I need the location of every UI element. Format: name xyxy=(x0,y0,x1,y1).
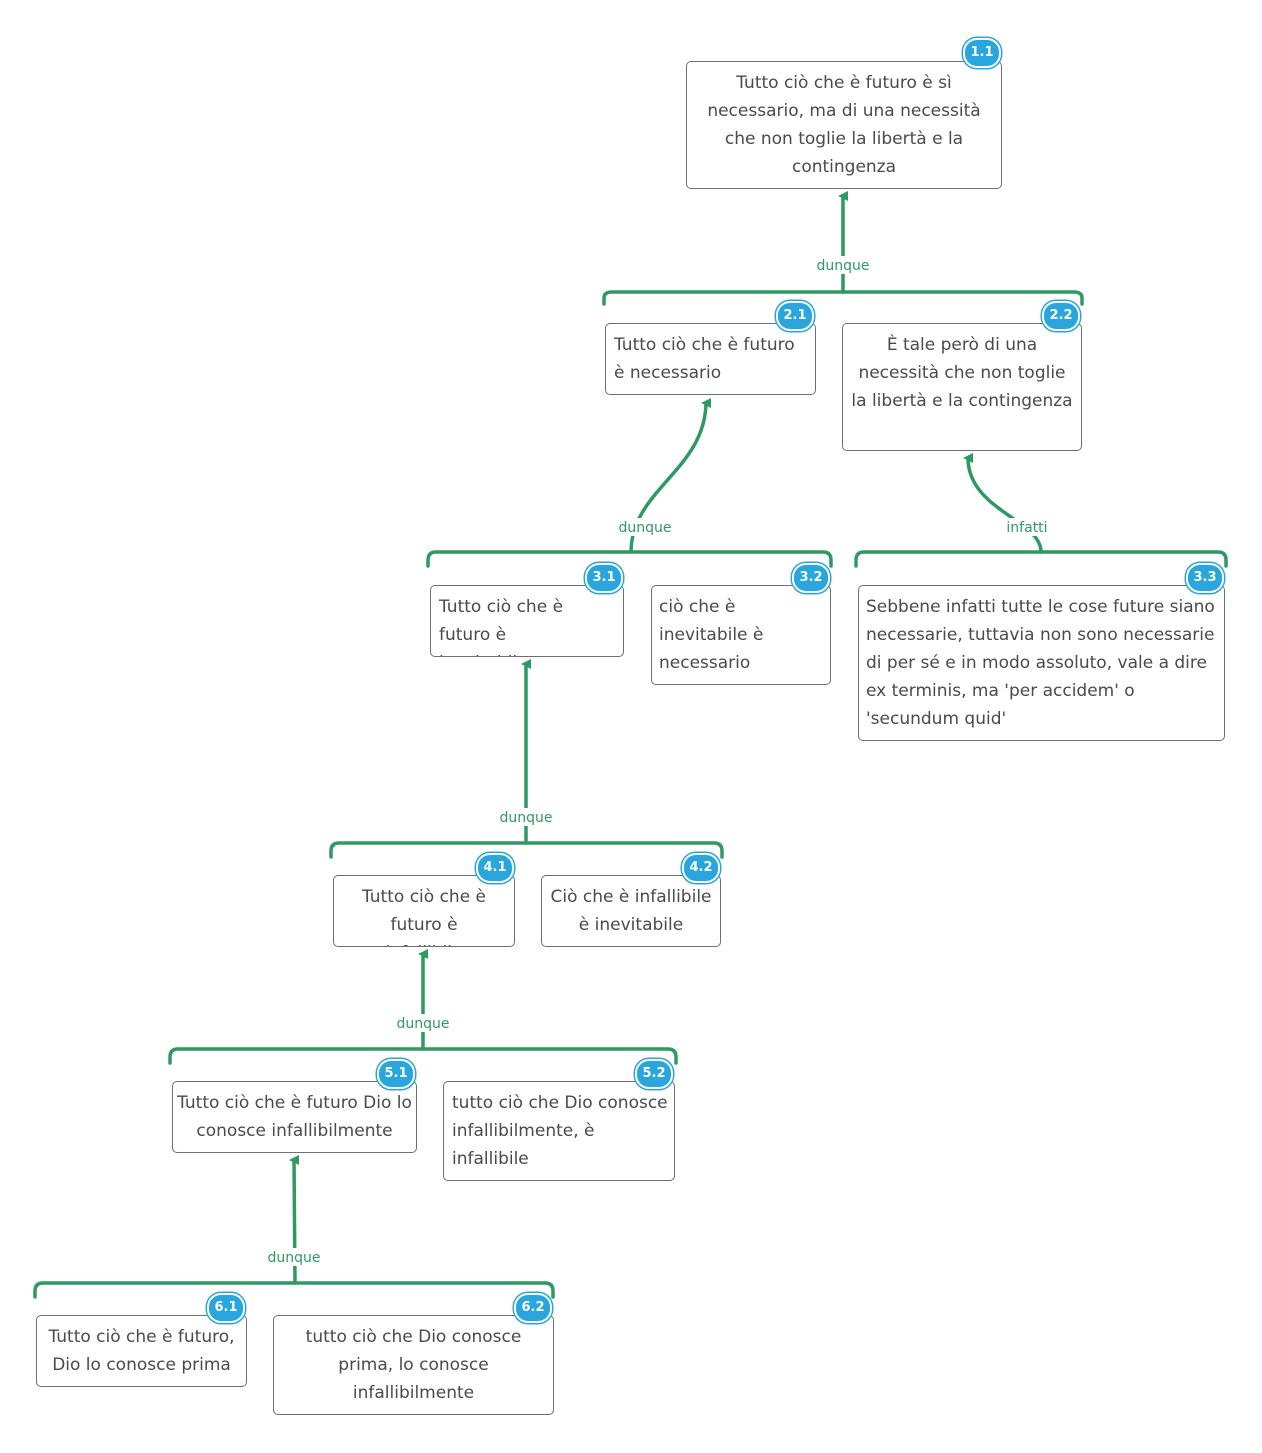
claim-node-5-2[interactable]: tutto ciò che Dio conosce infallibilment… xyxy=(443,1081,675,1181)
connector-label-2-to-1: dunque xyxy=(816,258,869,274)
node-number-badge-4-1: 4.1 xyxy=(476,853,514,883)
claim-text-5-1: Tutto ciò che è futuro Dio lo conosce in… xyxy=(177,1093,412,1141)
node-number-badge-6-2: 6.2 xyxy=(514,1293,552,1323)
connector-label-3-to-2-1: dunque xyxy=(618,520,671,536)
group-bracket-2 xyxy=(602,290,1084,306)
claim-text-5-2: tutto ciò che Dio conosce infallibilment… xyxy=(452,1093,668,1169)
claim-text-2-2: È tale però di una necessità che non tog… xyxy=(851,335,1073,411)
connector-6-to-5-1: dunque xyxy=(33,1154,555,1299)
claim-text-3-2: ciò che è inevitabile è necessario xyxy=(659,597,764,673)
connector-label-6-to-5-1: dunque xyxy=(267,1250,320,1266)
connector-3-3-to-2-2: infatti xyxy=(854,452,1228,568)
group-bracket-3 xyxy=(426,550,833,568)
claim-node-6-1[interactable]: Tutto ciò che è futuro, Dio lo conosce p… xyxy=(36,1315,247,1387)
node-number-badge-2-1: 2.1 xyxy=(776,301,814,331)
claim-text-3-3: Sebbene infatti tutte le cose future sia… xyxy=(866,597,1215,729)
claim-node-3-2[interactable]: ciò che è inevitabile è necessario xyxy=(651,585,831,685)
claim-node-3-3[interactable]: Sebbene infatti tutte le cose future sia… xyxy=(858,585,1225,741)
connector-2-to-1: dunque xyxy=(602,191,1084,306)
connector-label-4-to-3-1: dunque xyxy=(499,810,552,826)
node-number-badge-3-2: 3.2 xyxy=(792,563,830,593)
claim-node-4-2[interactable]: Ciò che è infallibile è inevitabile xyxy=(541,875,721,947)
claim-node-6-2[interactable]: tutto ciò che Dio conosce prima, lo cono… xyxy=(273,1315,554,1415)
connector-3-to-2-1: dunque xyxy=(426,398,833,568)
claim-node-2-1[interactable]: Tutto ciò che è futuro è necessario xyxy=(605,323,816,395)
claim-node-2-2[interactable]: È tale però di una necessità che non tog… xyxy=(842,323,1082,451)
claim-text-6-1: Tutto ciò che è futuro, Dio lo conosce p… xyxy=(48,1327,235,1375)
claim-node-1-1[interactable]: Tutto ciò che è futuro è sì necessario, … xyxy=(686,61,1002,189)
claim-node-5-1[interactable]: Tutto ciò che è futuro Dio lo conosce in… xyxy=(172,1081,417,1153)
claim-text-6-2: tutto ciò che Dio conosce prima, lo cono… xyxy=(305,1327,522,1403)
node-number-badge-5-1: 5.1 xyxy=(377,1059,415,1089)
claim-node-3-1[interactable]: Tutto ciò che è futuro è inevitabile xyxy=(430,585,624,657)
node-number-badge-5-2: 5.2 xyxy=(635,1059,673,1089)
group-bracket-6 xyxy=(33,1281,555,1299)
claim-text-2-1: Tutto ciò che è futuro è necessario xyxy=(614,335,795,383)
group-bracket-4 xyxy=(329,841,724,859)
claim-text-3-1: Tutto ciò che è futuro è inevitabile xyxy=(439,597,564,656)
node-number-badge-3-3: 3.3 xyxy=(1186,563,1224,593)
claim-text-4-2: Ciò che è infallibile è inevitabile xyxy=(550,887,712,935)
group-bracket-3-3 xyxy=(854,550,1228,568)
node-number-badge-6-1: 6.1 xyxy=(207,1293,245,1323)
node-number-badge-2-2: 2.2 xyxy=(1042,301,1080,331)
connector-4-to-3-1: dunque xyxy=(329,659,724,859)
claim-node-4-1[interactable]: Tutto ciò che è futuro è infallibile xyxy=(333,875,515,947)
group-bracket-5 xyxy=(168,1047,678,1065)
node-number-badge-4-2: 4.2 xyxy=(682,853,720,883)
claim-text-4-1: Tutto ciò che è futuro è infallibile xyxy=(361,887,487,946)
connector-line-3-3-to-2-2 xyxy=(963,452,1043,554)
node-number-badge-3-1: 3.1 xyxy=(585,563,623,593)
claim-text-1-1: Tutto ciò che è futuro è sì necessario, … xyxy=(707,73,981,177)
connector-label-5-to-4-1: dunque xyxy=(396,1016,449,1032)
connector-5-to-4-1: dunque xyxy=(168,949,678,1065)
connector-label-3-3-to-2-2: infatti xyxy=(1006,520,1047,536)
node-number-badge-1-1: 1.1 xyxy=(963,38,1001,68)
